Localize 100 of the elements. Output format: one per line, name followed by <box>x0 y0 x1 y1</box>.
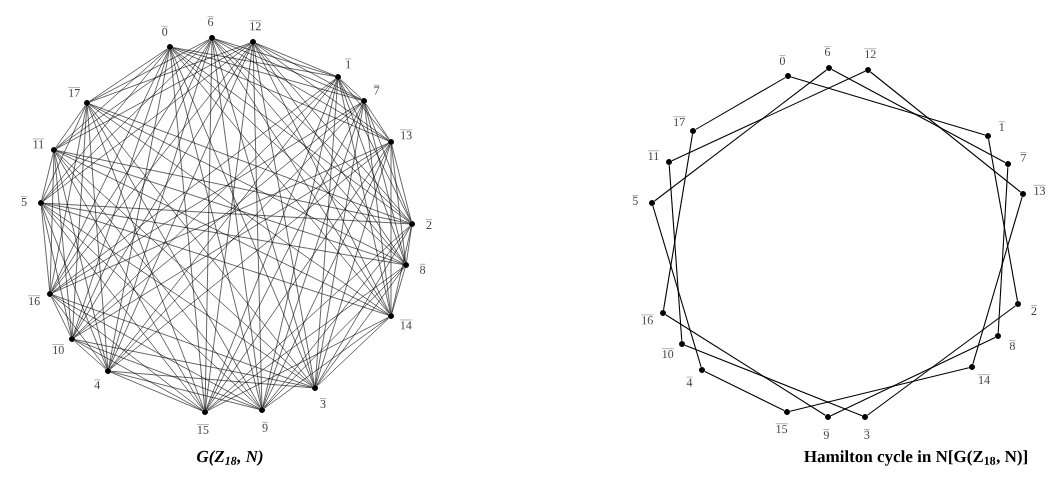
graph-edge <box>89 42 251 103</box>
vertex-label: 13 <box>399 129 413 140</box>
graph-edge <box>110 143 389 370</box>
graph-edge <box>51 40 211 292</box>
graph-edge <box>252 44 263 408</box>
graph-edge <box>364 103 412 222</box>
graph-edge <box>109 44 252 369</box>
graph-edge <box>391 267 406 314</box>
caption: Hamilton cycle in N[G(Z$_{18}$, N)] <box>804 450 1027 466</box>
vertex-label: 7 <box>1020 152 1027 162</box>
graph-edge <box>56 39 210 149</box>
graph-edge <box>51 44 252 292</box>
graph-edge <box>391 226 412 314</box>
graph-edge <box>74 102 362 338</box>
graph-edge <box>109 103 363 369</box>
graph-edge <box>74 339 313 388</box>
graph-edge <box>214 38 336 77</box>
graph-edge <box>867 305 1016 416</box>
graph-edge <box>214 38 362 101</box>
graph-edge <box>654 69 827 202</box>
graph-edge <box>172 47 389 142</box>
vertex-label: 15 <box>775 423 788 434</box>
vertex-label: 14 <box>399 319 413 330</box>
graph-edge <box>213 40 390 314</box>
vertex-label: 5 <box>20 196 28 206</box>
graph-edge <box>88 105 314 386</box>
vertex-label: 4 <box>94 379 101 390</box>
graph-edge <box>206 144 390 410</box>
graph-edge <box>86 105 109 369</box>
graph-edge <box>54 152 108 369</box>
graph-edge <box>365 103 390 140</box>
graph-edge <box>255 43 362 100</box>
graph-edge <box>206 103 363 410</box>
graph-edge <box>262 79 338 408</box>
graph-edge <box>43 204 313 387</box>
graph-edge <box>972 196 1023 365</box>
graph-edge <box>391 144 412 222</box>
vertex-label: 1 <box>998 121 1005 131</box>
vertex-label: 8 <box>1009 340 1016 351</box>
vertex-label: 0 <box>161 26 168 36</box>
graph-edge <box>108 40 212 369</box>
graph-edge <box>204 40 213 410</box>
graph-edge <box>390 144 392 314</box>
graph-edge <box>43 39 210 202</box>
graph-edge <box>56 48 168 149</box>
graph-edge <box>41 152 54 201</box>
graph-edge <box>74 339 260 410</box>
graph-edge <box>255 43 389 141</box>
graph-edge <box>74 143 389 338</box>
graph-edge <box>73 44 252 337</box>
graph-edge <box>52 102 362 293</box>
graph-edge <box>110 371 260 410</box>
graph-edge <box>263 144 390 408</box>
vertex-label: 5 <box>632 195 639 205</box>
graph-edge <box>704 370 785 412</box>
graph-edge <box>665 314 826 416</box>
vertex-label: 8 <box>419 264 426 274</box>
graph-edge <box>254 44 390 314</box>
graph-edge <box>52 143 389 293</box>
graph-edge <box>339 79 390 140</box>
graph-edge <box>43 203 404 265</box>
graph-edge <box>55 152 261 408</box>
vertex-label: 3 <box>319 398 327 409</box>
vertex-label: 9 <box>261 422 269 432</box>
graph-edge <box>212 40 315 386</box>
graph-edge <box>172 48 410 223</box>
graph-edge <box>207 266 404 411</box>
graph-edge <box>213 40 405 263</box>
vertex-label: 2 <box>1030 305 1038 315</box>
graph-edge <box>315 144 391 386</box>
vertex-label: 10 <box>661 348 674 359</box>
graph-edge <box>790 76 986 136</box>
graph-edge <box>110 371 203 412</box>
graph-edge <box>43 203 389 316</box>
graph-edge <box>89 103 410 224</box>
vertex-label: 15 <box>196 424 210 434</box>
graph-edge <box>72 49 170 337</box>
vertex-label: 6 <box>207 16 214 27</box>
graph-edge <box>74 340 106 370</box>
graph-edge <box>89 104 404 264</box>
vertex-label: 11 <box>647 150 660 161</box>
graph-edge <box>316 267 405 386</box>
graph-edge <box>254 44 411 222</box>
vertex-label: 9 <box>823 429 830 439</box>
graph-edge <box>55 152 204 410</box>
vertex-label: 13 <box>1033 185 1046 195</box>
vertex-label: 1 <box>344 58 352 69</box>
graph-edge <box>695 77 786 130</box>
graph-edge <box>89 104 389 315</box>
graph-edge <box>89 39 210 102</box>
graph-edge <box>214 39 389 141</box>
graph-edge <box>55 105 86 148</box>
caption: G(Z$_{18}$, N) <box>197 450 263 466</box>
graph-edge <box>42 49 169 201</box>
graph-edge <box>172 47 336 77</box>
graph-edge <box>789 367 970 412</box>
graph-edge <box>671 70 866 162</box>
graph-edge <box>205 44 253 410</box>
graph-edge <box>207 317 389 411</box>
graph-edge <box>663 133 694 311</box>
